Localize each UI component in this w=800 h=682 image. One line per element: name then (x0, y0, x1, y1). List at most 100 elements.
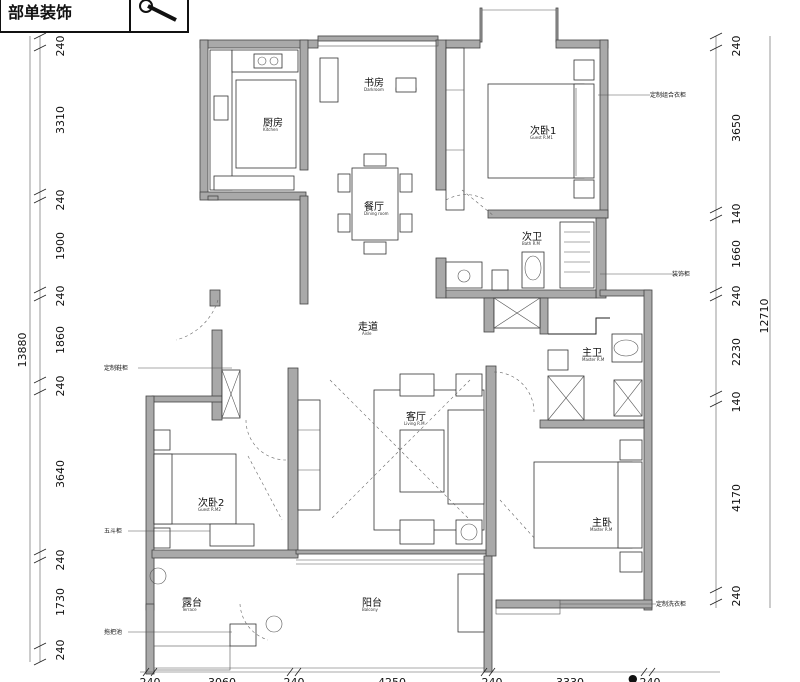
title-banner-text: 部单装饰 (8, 3, 72, 22)
dim-right-tick-1 (709, 44, 723, 52)
dim-left-0: 240 (54, 36, 67, 57)
room-sublabel-balcony: Balcony (362, 607, 378, 612)
dim-right-tick-9 (709, 598, 723, 606)
dim-bottom-5: 3330 (556, 676, 584, 682)
dim-right-1: 3650 (730, 114, 743, 142)
shower-grate (564, 231, 590, 273)
dim-left-tick-8 (33, 548, 47, 556)
room-label-aisle: 走道 (358, 320, 378, 333)
room-sublabel-living: Living R.M (404, 421, 425, 426)
dim-right-tick-7 (709, 400, 723, 408)
dim-left-4: 240 (54, 286, 67, 307)
room-sublabel-bedroom1: Guest R.M1 (530, 135, 553, 140)
dim-bottom-tick-4 (480, 667, 488, 677)
dim-right-tick-3 (709, 214, 723, 222)
walls (145, 7, 653, 675)
dim-left-8: 240 (54, 550, 67, 571)
annotation-laundry-cabinet: 定制洗衣柜 (656, 600, 686, 608)
dim-left-tick-10 (33, 642, 47, 650)
dim-right-tick-5 (709, 294, 723, 302)
dim-right-tick-4 (709, 286, 723, 294)
room-sublabel-aisle: Aisle (362, 331, 372, 336)
dim-left-3: 1900 (54, 232, 67, 260)
dim-right-6: 140 (730, 392, 743, 413)
room-sublabel-master-bed: Master R.M (590, 527, 613, 532)
dim-left-tick-3 (33, 196, 47, 204)
room-label-bedroom2: 次卧2 (198, 496, 224, 509)
furniture (149, 47, 643, 647)
dims-left-labels: 240 3310 240 1900 240 1860 240 3640 240 … (16, 36, 67, 661)
dim-left-5: 1860 (54, 326, 67, 354)
dim-right-8: 240 (730, 586, 743, 607)
annotation-five-drawer: 五斗柜 (104, 527, 122, 535)
dim-left-tick-9 (33, 556, 47, 564)
room-label-study: 书房 (364, 76, 384, 89)
dims-left-ticks (33, 32, 47, 666)
dim-left-9: 1730 (54, 588, 67, 616)
dim-left-6: 240 (54, 376, 67, 397)
dim-bottom-6: 240 (640, 676, 661, 682)
room-sublabel-terrace: Terrace (181, 607, 197, 612)
dim-right-7: 4170 (730, 484, 743, 512)
annotations: 定制组合衣柜 装饰柜 定制鞋柜 五斗柜 拖把池 定制洗衣柜 (104, 91, 690, 636)
dims-right-ticks (709, 32, 723, 606)
dim-bottom-tick-5 (488, 667, 496, 677)
dim-right-tick-6 (709, 390, 723, 398)
dim-left-1: 3310 (54, 106, 67, 134)
dim-left-tick-2 (33, 188, 47, 196)
room-labels: 厨房 Kitchen 书房 Darkroom 餐厅 Dining room 次卧… (181, 76, 613, 612)
room-label-bedroom1: 次卧1 (530, 124, 556, 137)
room-label-balcony: 阳台 (362, 596, 382, 609)
dims-bottom-labels: 240 3060 240 4250 240 3330 240 ● (140, 672, 661, 682)
dim-right-2: 140 (730, 204, 743, 225)
dim-left-7: 3640 (54, 460, 67, 488)
dim-bottom-0: 240 (140, 676, 161, 682)
search-icon (147, 4, 177, 22)
dim-right-0: 240 (730, 36, 743, 57)
room-label-master-bath: 主卫 (582, 347, 602, 359)
dims-right-labels: 240 3650 140 1660 240 2230 140 4170 240 … (730, 36, 771, 607)
dim-right-total: 12710 (758, 299, 771, 334)
dim-bottom-tick-2 (286, 667, 294, 677)
title-banner: 部单装饰 (0, 0, 189, 33)
dim-bottom-tick-1 (150, 667, 158, 677)
dim-bottom-tick-3 (294, 667, 302, 677)
dim-left-tick-5 (33, 294, 47, 302)
annotation-shoe-cabinet: 定制鞋柜 (104, 364, 128, 372)
room-label-kitchen: 厨房 (263, 116, 283, 129)
annotation-deco-cabinet: 装饰柜 (672, 270, 690, 278)
dim-left-10: 240 (54, 640, 67, 661)
door-swings (175, 189, 537, 641)
room-sublabel-dining: Dining room (364, 211, 389, 216)
dim-bottom-tick-0 (142, 667, 150, 677)
dim-left-tick-0 (33, 32, 47, 40)
dim-right-5: 2230 (730, 338, 743, 366)
room-label-dining: 餐厅 (364, 200, 384, 213)
search-icon-lens (139, 0, 153, 13)
dim-right-3: 1660 (730, 240, 743, 268)
dim-bottom-2: 240 (284, 676, 305, 682)
room-sublabel-master-bath: Master R.M (582, 357, 605, 362)
dim-right-tick-2 (709, 206, 723, 214)
dim-left-total: 13880 (16, 333, 29, 368)
footer-fragment: ● (628, 672, 638, 682)
room-label-bath2: 次卫 (522, 230, 542, 243)
dim-left-tick-1 (33, 44, 47, 52)
dim-left-2: 240 (54, 190, 67, 211)
room-sublabel-study: Darkroom (364, 87, 384, 92)
dim-bottom-tick-7 (648, 667, 656, 677)
dim-right-tick-8 (709, 586, 723, 594)
dim-left-tick-4 (33, 286, 47, 294)
dimension-lines (29, 36, 771, 673)
window-lines (153, 9, 561, 671)
dim-bottom-4: 240 (482, 676, 503, 682)
dim-bottom-1: 3060 (208, 676, 236, 682)
annotation-mop-pool: 拖把池 (104, 628, 122, 636)
room-label-terrace: 露台 (182, 596, 202, 609)
room-sublabel-kitchen: Kitchen (263, 127, 278, 132)
dim-bottom-tick-6 (640, 667, 648, 677)
room-sublabel-bedroom2: Guest R.M2 (198, 507, 221, 512)
dim-left-tick-6 (33, 376, 47, 384)
dims-bottom-ticks (142, 667, 656, 677)
